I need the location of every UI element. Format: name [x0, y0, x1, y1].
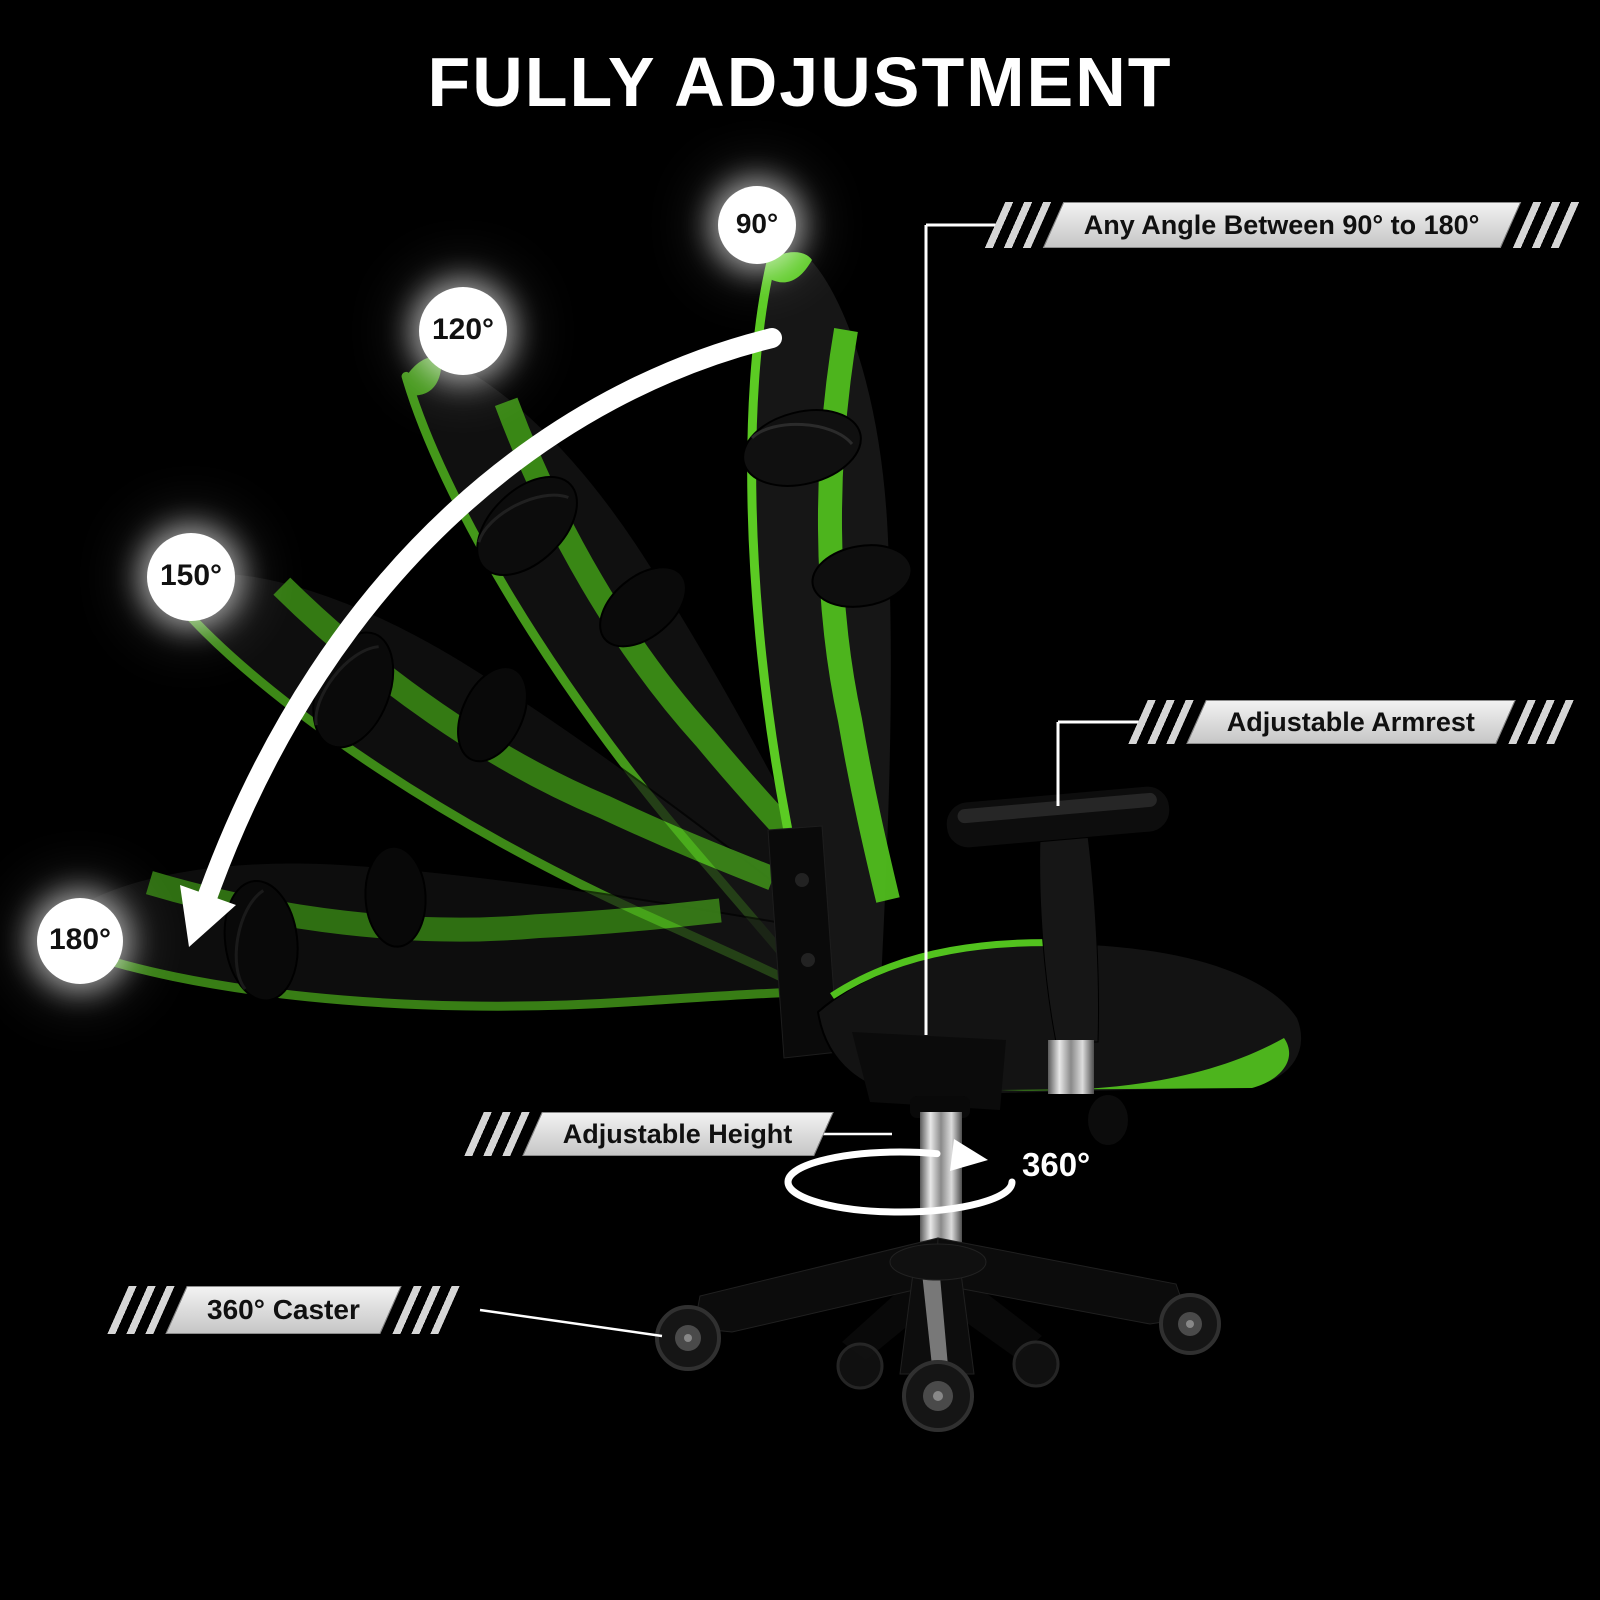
recline-sweep-arrow: [180, 328, 782, 947]
callout-caster: 360° Caster: [107, 1286, 460, 1334]
swivel-degree-label: 360°: [1022, 1146, 1090, 1184]
angle-badge-180: 180°: [37, 898, 123, 984]
chair-main: [655, 252, 1303, 1432]
stripe-decoration: [1128, 700, 1194, 744]
callout-recline-bar: Any Angle Between 90° to 180°: [1042, 202, 1521, 248]
swivel-arrow: [784, 1139, 1016, 1216]
angle-badge-150: 150°: [147, 533, 235, 621]
callout-height: Adjustable Height: [464, 1112, 834, 1156]
callout-caster-bar: 360° Caster: [165, 1286, 402, 1334]
seat-mechanism: [852, 1032, 1006, 1110]
callout-height-bar: Adjustable Height: [522, 1112, 834, 1156]
angle-badge-150-label: 150°: [159, 559, 223, 592]
chair-armrest: [945, 785, 1171, 1145]
caster-connector-line: [479, 1308, 663, 1338]
stripe-decoration: [464, 1112, 530, 1156]
caster-wheels: [655, 1293, 1221, 1432]
callout-caster-label: 360° Caster: [207, 1294, 360, 1325]
angle-badge-120: 120°: [419, 287, 507, 375]
callout-height-label: Adjustable Height: [563, 1118, 793, 1149]
wheel-base: [693, 1237, 1189, 1375]
angle-badge-90: 90°: [718, 186, 796, 264]
stripe-decoration: [984, 202, 1052, 248]
stripe-decoration: [1508, 700, 1574, 744]
callout-recline-range: Any Angle Between 90° to 180°: [984, 202, 1579, 248]
angle-badge-90-label: 90°: [735, 208, 779, 239]
gas-cylinder: [910, 1096, 970, 1248]
stripe-decoration: [107, 1286, 175, 1334]
callout-armrest: Adjustable Armrest: [1128, 700, 1574, 744]
callout-recline-label: Any Angle Between 90° to 180°: [1084, 209, 1480, 240]
callout-armrest-bar: Adjustable Armrest: [1186, 700, 1516, 744]
page-title: FULLY ADJUSTMENT: [427, 43, 1173, 121]
angle-badge-180-label: 180°: [48, 923, 112, 956]
angle-badge-120-label: 120°: [431, 313, 495, 346]
swivel-degree-text: 360°: [1022, 1146, 1091, 1183]
callout-armrest-label: Adjustable Armrest: [1227, 706, 1476, 737]
